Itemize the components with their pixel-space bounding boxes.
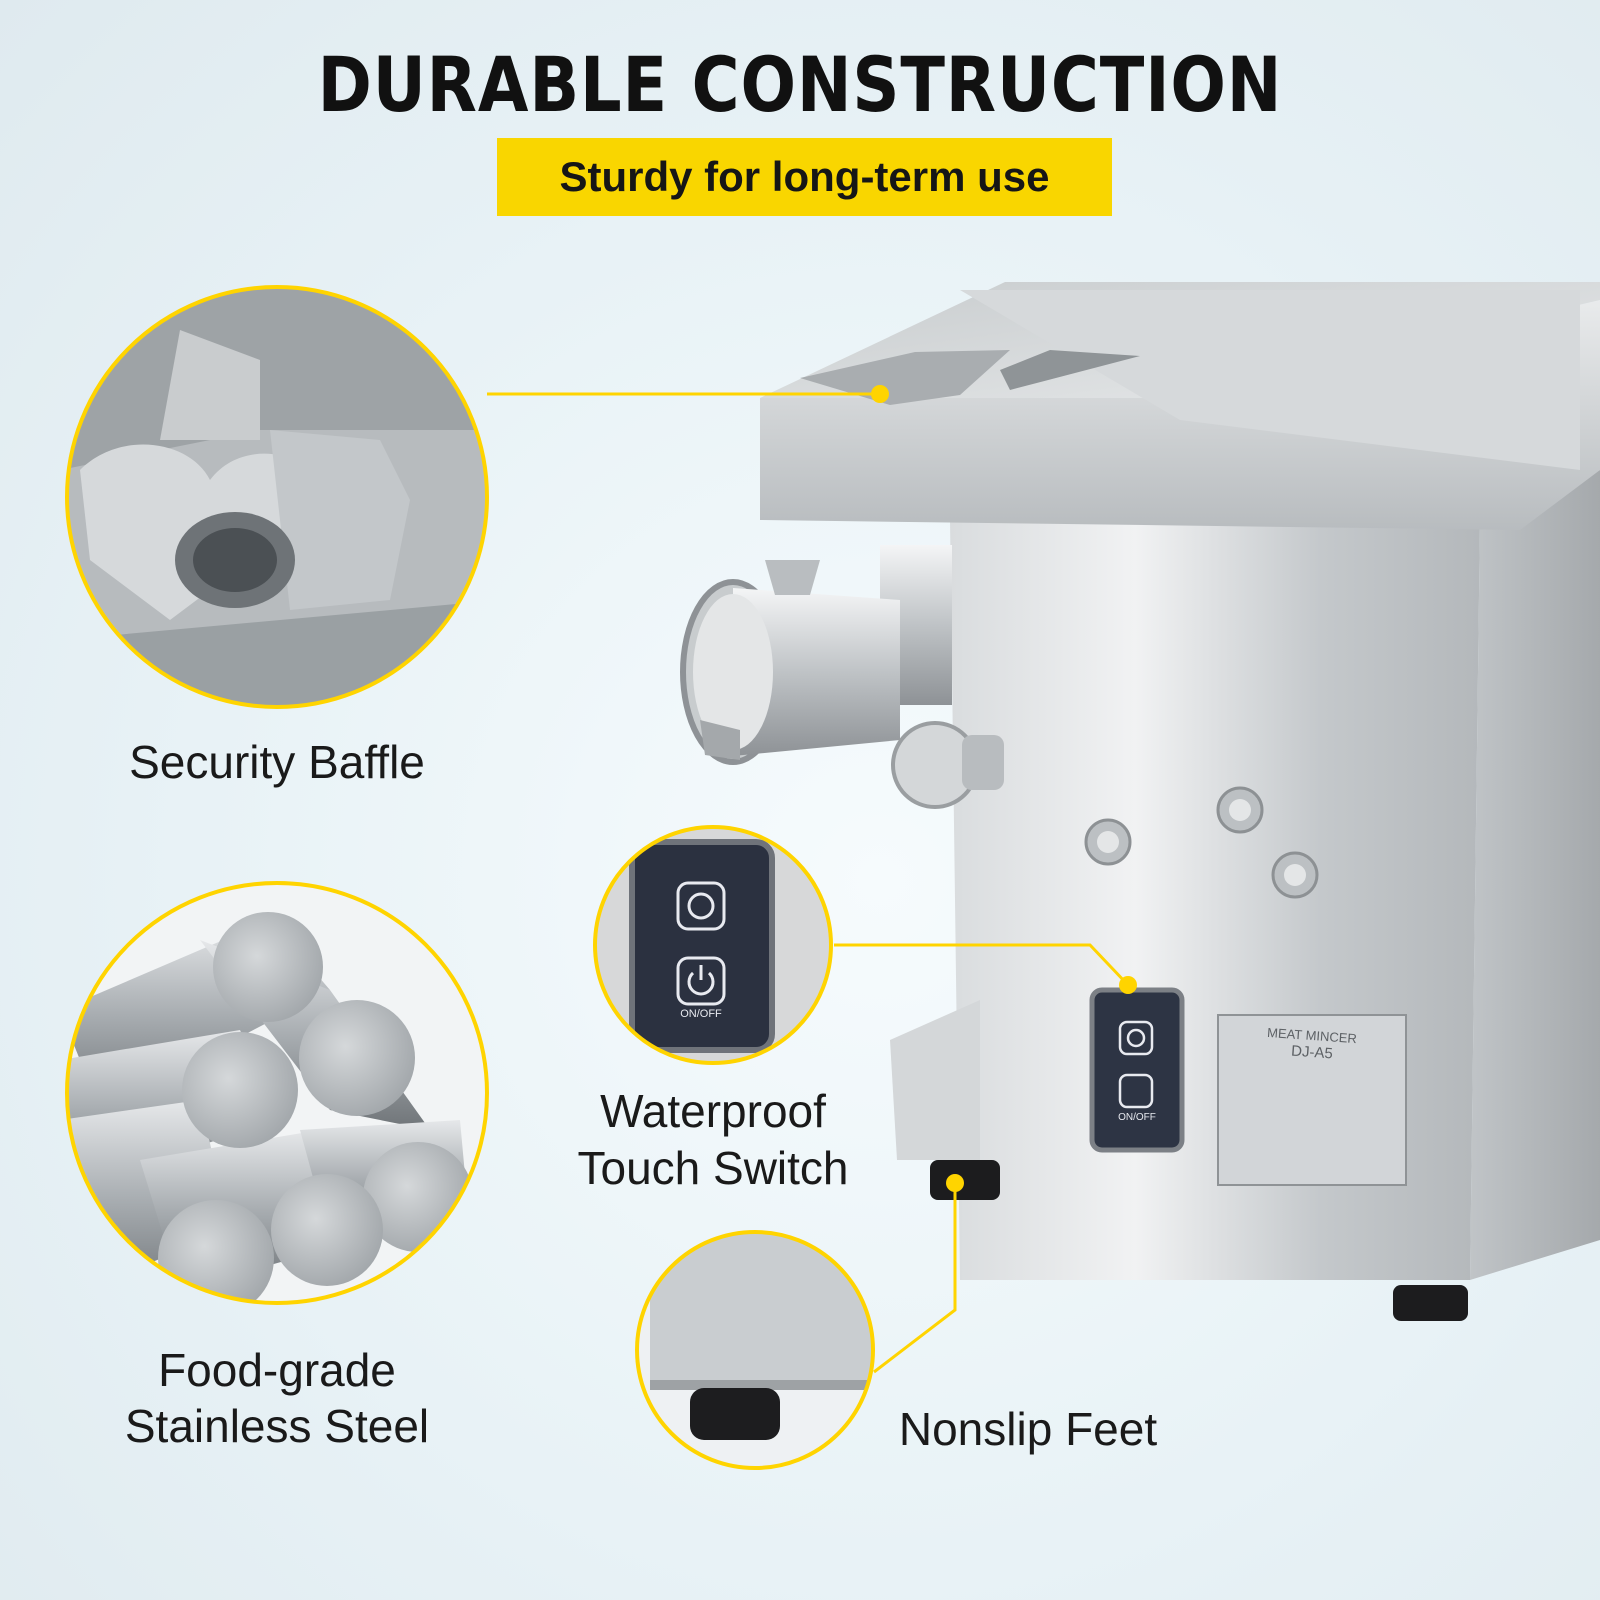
callout-dot-baffle: [871, 385, 889, 403]
meat-grinder-body: [680, 282, 1600, 1321]
subtitle-banner: [497, 138, 1112, 216]
callout-lines: [487, 392, 1130, 1374]
subtitle-text: Sturdy for long-term use: [559, 153, 1050, 200]
label-security-baffle: Security Baffle: [129, 736, 425, 788]
label-food-grade-line1: Food-grade: [158, 1344, 396, 1396]
page-title: DURABLE CONSTRUCTION: [317, 40, 1283, 129]
label-touch-switch-line1: Waterproof: [600, 1085, 826, 1137]
label-nonslip-feet: Nonslip Feet: [898, 1403, 1158, 1455]
label-touch-switch-line2: Touch Switch: [577, 1142, 849, 1194]
detail-stainless-rods: [67, 883, 487, 1303]
detail-nonslip-feet: [637, 1232, 873, 1468]
callout-dot-switch: [1119, 976, 1137, 994]
detail-touch-switch: [595, 827, 831, 1063]
switch-label: ON/OFF: [1118, 1112, 1156, 1123]
callout-dot-feet: [946, 1174, 964, 1192]
label-food-grade-line2: Stainless Steel: [124, 1400, 430, 1452]
detail-security-baffle: [67, 287, 487, 707]
detail-switch-label: ON/OFF: [680, 1008, 722, 1020]
